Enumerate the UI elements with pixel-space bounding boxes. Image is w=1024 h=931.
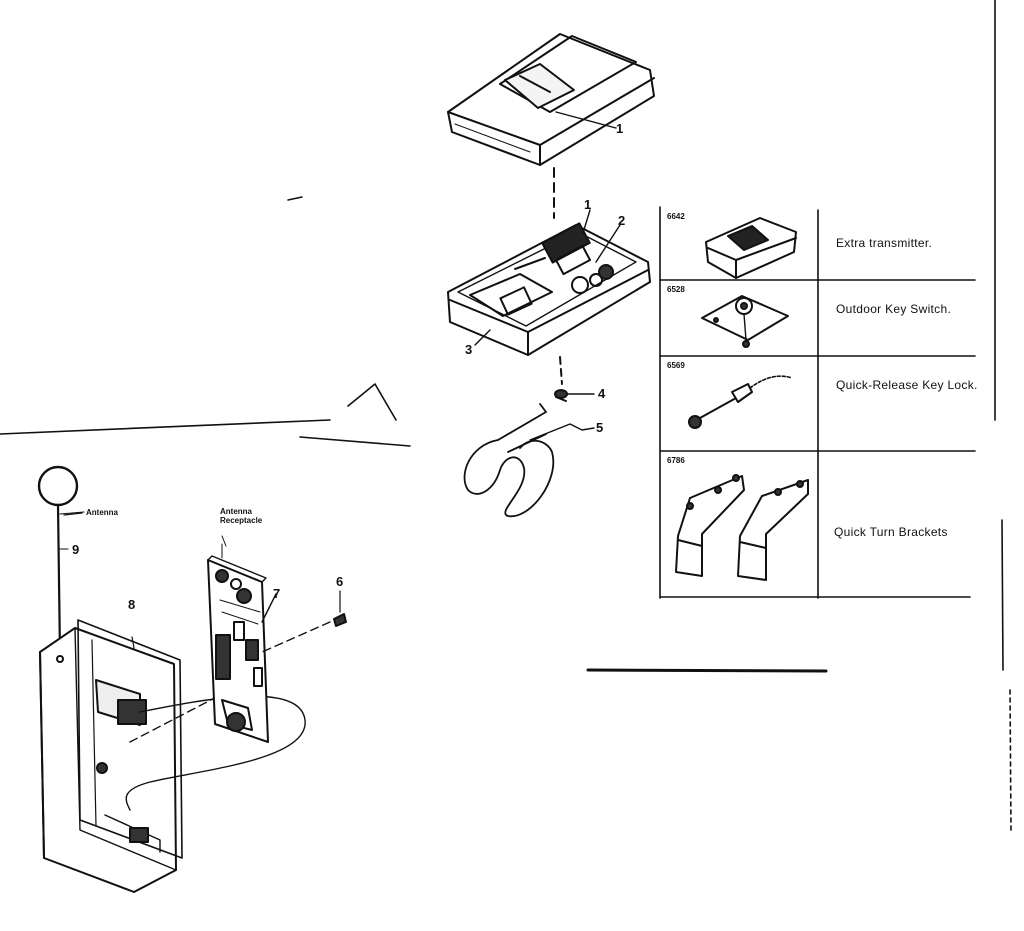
antenna-receptacle-label: Antenna Receptacle — [220, 507, 262, 525]
accessory-code: 6786 — [667, 456, 685, 465]
receptacle-label-line-1: Antenna — [220, 507, 252, 516]
callout-4: 4 — [598, 386, 606, 401]
accessory-description: Quick Turn Brackets — [834, 525, 948, 539]
receiver-housing-part-8 — [39, 619, 306, 893]
key-lock-image — [688, 375, 793, 429]
accessory-table — [659, 206, 976, 599]
screw-part-6 — [333, 590, 347, 627]
callout-2: 2 — [618, 213, 626, 228]
circuit-board-part-7 — [207, 535, 277, 743]
accessory-code: 6642 — [667, 212, 685, 221]
callout-8: 8 — [128, 597, 136, 612]
accessory-description: Outdoor Key Switch. — [836, 302, 952, 316]
leader-dashed — [261, 621, 331, 653]
callout-leaders — [63, 512, 83, 516]
accessory-description: Quick-Release Key Lock. — [836, 378, 978, 392]
callout-6: 6 — [336, 574, 344, 589]
antenna-label: Antenna — [86, 508, 118, 517]
key-switch-image — [701, 295, 789, 348]
visor-clip-part-5 — [463, 403, 595, 517]
receptacle-label-line-2: Receptacle — [220, 516, 263, 525]
callout-3: 3 — [465, 342, 473, 357]
screw-part-4 — [554, 389, 595, 402]
callout-9: 9 — [72, 542, 80, 557]
accessory-code: 6528 — [667, 285, 685, 294]
accessory-code: 6569 — [667, 361, 685, 370]
rule-line — [586, 668, 828, 673]
quick-turn-brackets-image — [675, 474, 809, 581]
leader-dashed — [559, 356, 563, 385]
callout-1-base: 1 — [584, 197, 592, 212]
scan-artifacts — [0, 0, 1012, 831]
extra-transmitter-image — [705, 217, 797, 279]
transmitter-cover — [447, 33, 655, 166]
accessory-description: Extra transmitter. — [836, 236, 933, 250]
antenna-part-9 — [37, 465, 85, 657]
callout-1-cover: 1 — [616, 121, 624, 136]
callout-5: 5 — [596, 420, 604, 435]
callout-7: 7 — [273, 586, 281, 601]
transmitter-base — [447, 209, 651, 356]
